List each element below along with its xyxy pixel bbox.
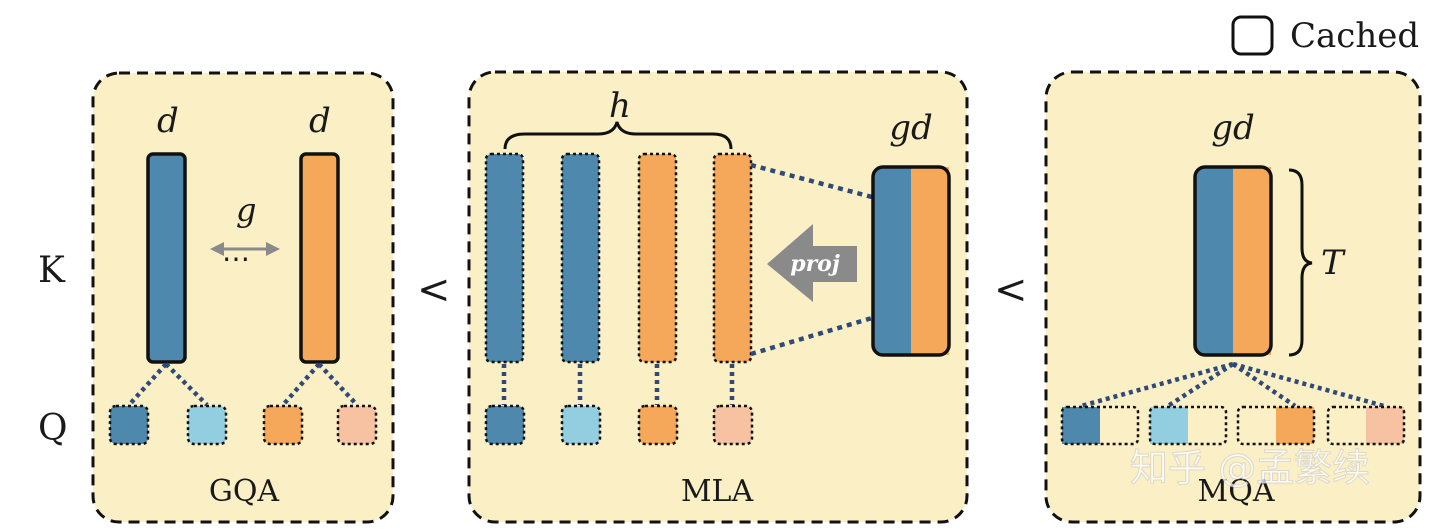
mqa-query-block-1 xyxy=(1060,405,1140,446)
gqa-group-label: g xyxy=(236,191,256,229)
gqa-connector xyxy=(127,362,168,407)
gqa-query-blue xyxy=(108,404,150,446)
mqa-length-label: T xyxy=(1321,243,1346,283)
mla-key-head-orange-1 xyxy=(637,152,678,364)
legend-cached-swatch xyxy=(1231,15,1274,56)
comparator-less-than-1: < xyxy=(417,267,451,313)
gqa-dim-left: d xyxy=(157,101,179,141)
mqa-dim-label: gd xyxy=(1211,108,1255,148)
gqa-panel-bg xyxy=(91,71,395,524)
mla-query-blue xyxy=(484,404,526,446)
mqa-connector xyxy=(1080,361,1234,409)
mqa-shared-key xyxy=(1193,165,1273,357)
mla-query-lightblue xyxy=(560,404,602,446)
mqa-title: MQA xyxy=(1198,474,1275,509)
gqa-dim-right: d xyxy=(309,101,331,141)
mla-expand-line xyxy=(750,315,873,357)
gqa-connector xyxy=(164,362,209,407)
mqa-query-block-3 xyxy=(1236,405,1316,446)
mla-key-head-blue-1 xyxy=(484,152,525,364)
mqa-panel: gd T MQA xyxy=(1044,70,1422,524)
gqa-query-orange xyxy=(262,404,304,446)
mqa-connector xyxy=(1166,362,1235,408)
mla-expand-line xyxy=(750,162,873,200)
mla-query-peach xyxy=(712,404,754,446)
mqa-query-block-4 xyxy=(1326,405,1406,446)
gqa-title: GQA xyxy=(209,474,280,509)
row-label-q: Q xyxy=(38,408,68,449)
proj-arrow-icon xyxy=(767,224,857,302)
gqa-panel: d d g ⋯ GQA xyxy=(91,71,395,524)
mla-latent-vector xyxy=(871,165,951,357)
mqa-length-brace xyxy=(1288,168,1313,357)
mla-panel: h proj gd MLA xyxy=(467,70,969,524)
gqa-connector xyxy=(317,362,359,407)
gqa-key-head-orange xyxy=(299,152,340,364)
legend-cached-label: Cached xyxy=(1290,16,1419,56)
mla-brace-label: h xyxy=(609,86,631,126)
mla-query-orange xyxy=(637,404,679,446)
row-label-k: K xyxy=(38,250,66,291)
gqa-query-lightblue xyxy=(186,404,228,446)
mla-proj-label: proj xyxy=(790,251,840,277)
comparator-less-than-2: < xyxy=(994,267,1028,313)
gqa-query-peach xyxy=(336,404,378,446)
mla-key-head-blue-2 xyxy=(560,152,601,364)
mla-key-head-orange-2 xyxy=(712,152,753,364)
mqa-query-block-2 xyxy=(1148,405,1228,446)
gqa-ellipsis: ⋯ xyxy=(222,242,250,275)
mla-heads-brace xyxy=(503,121,733,150)
mla-latent-label: gd xyxy=(889,108,933,148)
mqa-connector xyxy=(1232,361,1385,409)
gqa-connector xyxy=(281,362,321,407)
gqa-key-head-blue xyxy=(146,152,187,364)
watermark: 知乎 @孟繁续 xyxy=(1130,446,1370,490)
gqa-double-arrow-icon xyxy=(210,242,280,256)
mla-title: MLA xyxy=(681,474,754,509)
